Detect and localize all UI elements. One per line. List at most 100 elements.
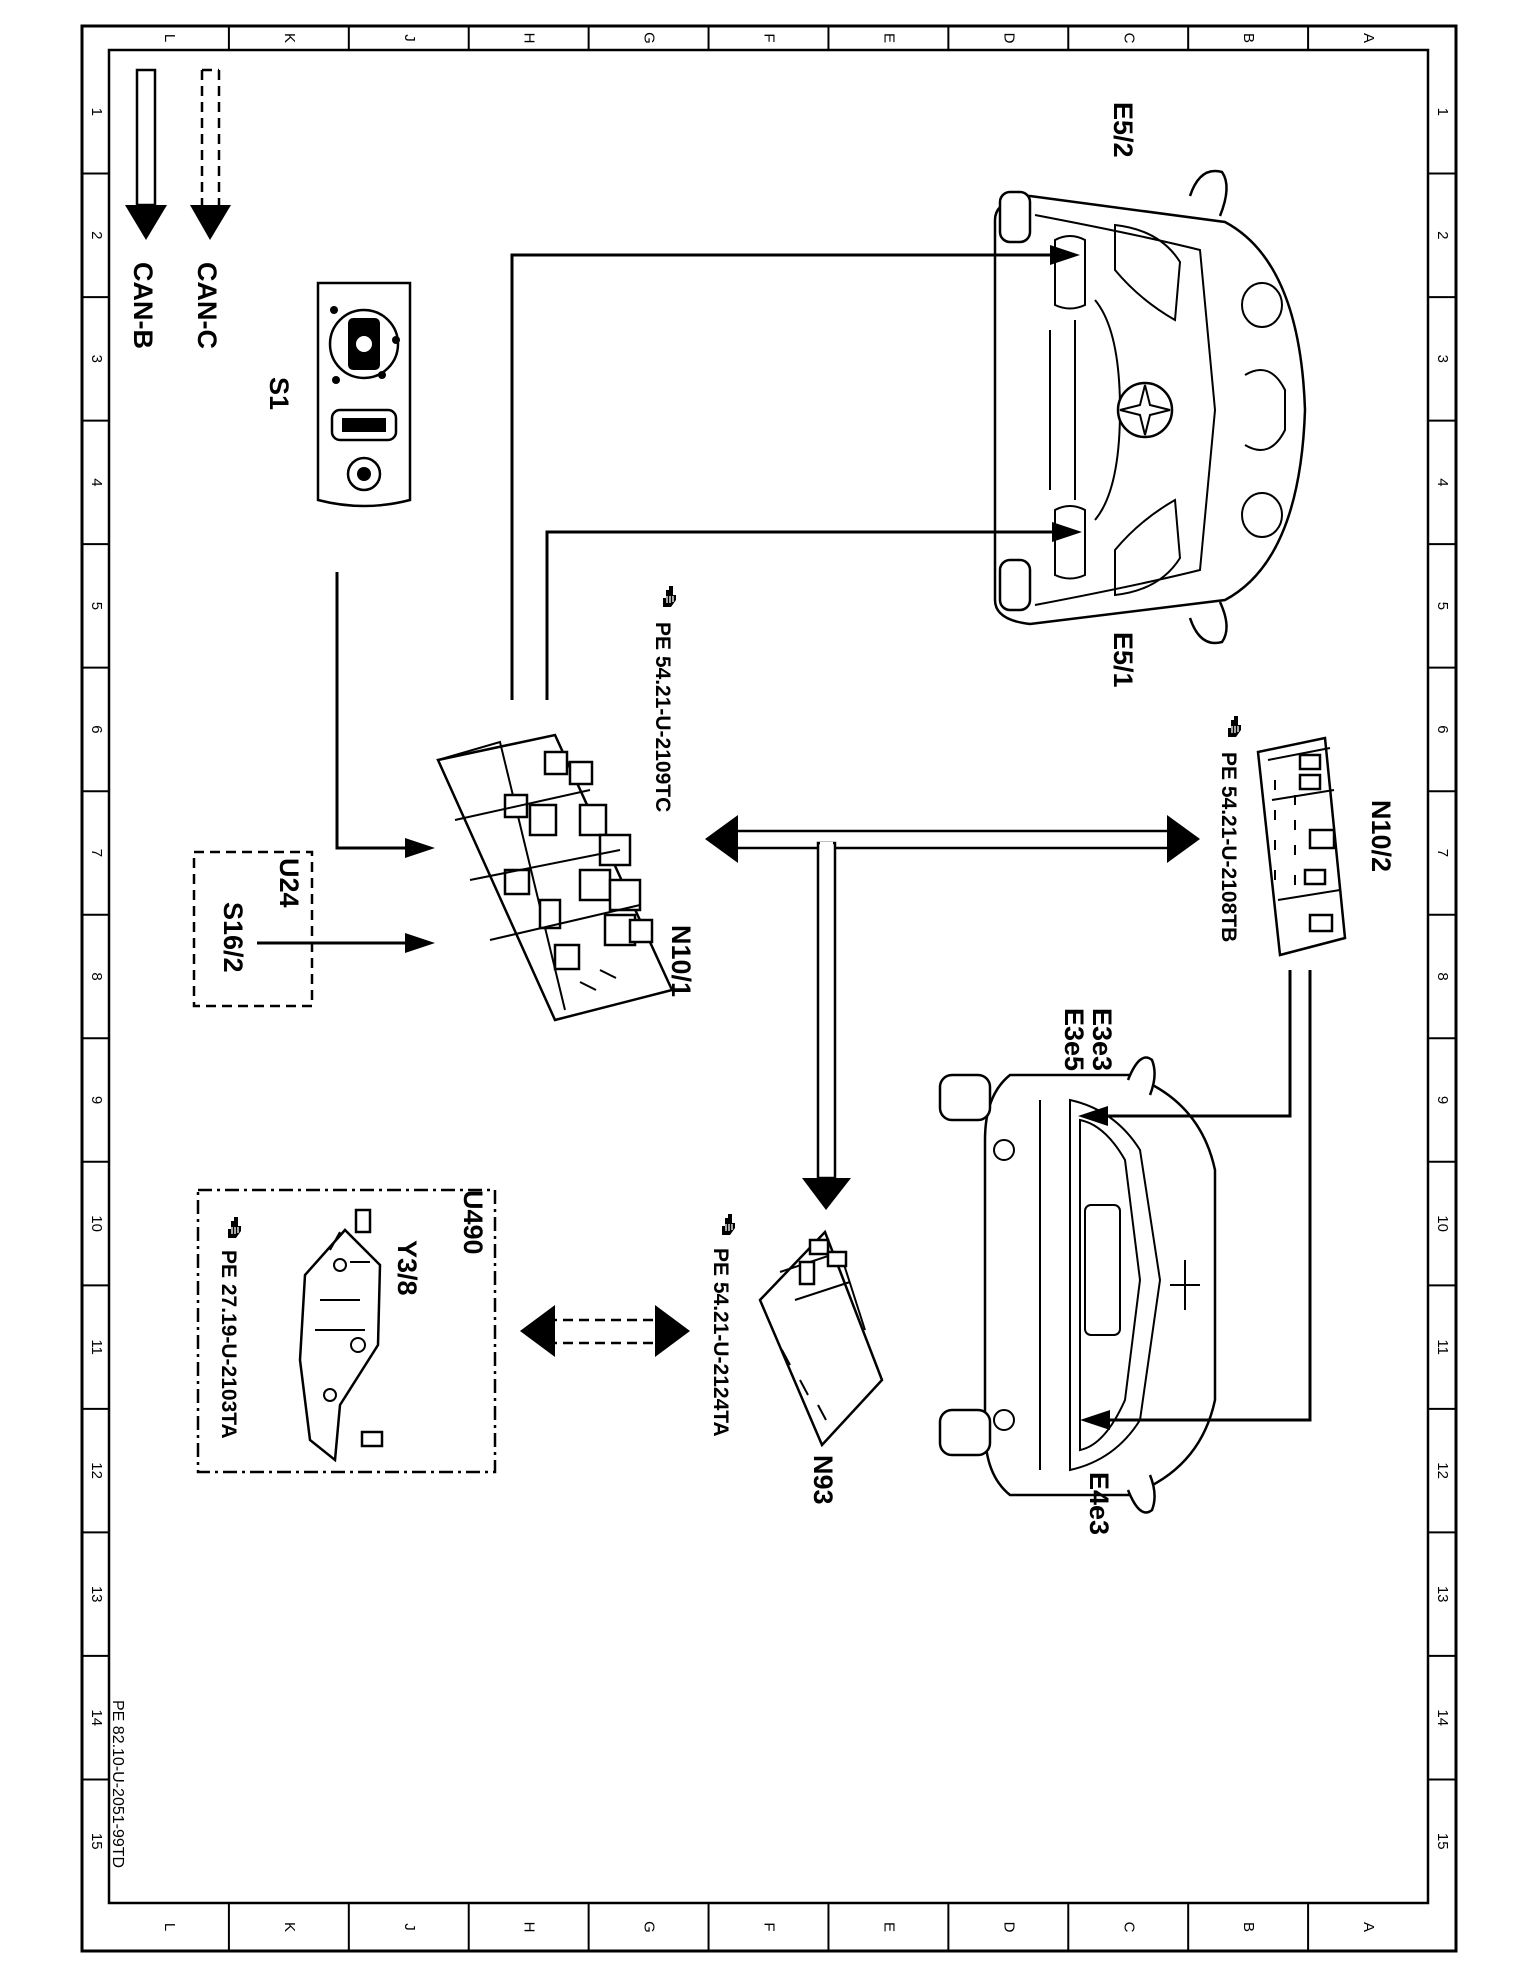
column-label-top: K	[281, 33, 298, 43]
connection-n10-2-to-e4e3	[1080, 970, 1312, 1430]
label-e5-2: E5/2	[1108, 102, 1138, 158]
row-label-left: 7	[88, 849, 105, 857]
label-y3-8: Y3/8	[392, 1240, 422, 1296]
row-label-left: 15	[88, 1833, 105, 1850]
row-label-right: 1	[1434, 108, 1451, 116]
column-label-bottom: A	[1360, 1922, 1377, 1932]
connection-n10-1-to-e5-2	[510, 245, 1080, 700]
row-label-left: 10	[88, 1215, 105, 1232]
control-module-icon-n10-2	[1256, 736, 1347, 957]
light-switch-icon	[316, 281, 412, 508]
pointing-hand-icon-n10-2	[1227, 715, 1242, 738]
row-label-left: 11	[88, 1339, 105, 1355]
row-label-left: 14	[88, 1709, 105, 1726]
row-label-left: 12	[88, 1462, 105, 1479]
label-e5-1: E5/1	[1108, 632, 1138, 688]
ref-n10-1: PE 54.21-U-2109TC	[651, 622, 674, 812]
pointing-hand-icon-n93	[721, 1213, 736, 1236]
can-c-bus-u490-n93	[520, 1305, 690, 1357]
label-s1: S1	[264, 377, 294, 410]
pointing-hand-icon-n10-1	[662, 585, 677, 608]
row-label-right: 4	[1434, 478, 1451, 486]
connection-s16-2-to-n10-1	[257, 933, 435, 953]
column-label-top: A	[1360, 33, 1377, 43]
column-label-top: F	[761, 33, 778, 42]
u24-boundary	[192, 850, 314, 1008]
label-u490: U490	[458, 1190, 488, 1255]
legend-can-c-label: CAN-C	[192, 262, 222, 349]
label-e3e5: E3e5	[1059, 1008, 1089, 1071]
row-label-right: 11	[1434, 1339, 1451, 1355]
rear-car-icon	[938, 1056, 1217, 1514]
ref-n93: PE 54.21-U-2124TA	[709, 1248, 732, 1437]
row-label-right: 2	[1434, 231, 1451, 239]
column-label-top: J	[401, 34, 418, 42]
ref-y3-8: PE 27.19-U-2103TA	[217, 1250, 240, 1439]
row-label-right: 7	[1434, 849, 1451, 857]
row-label-left: 8	[88, 972, 105, 980]
row-label-right: 8	[1434, 972, 1451, 980]
row-label-right: 12	[1434, 1462, 1451, 1479]
row-label-left: 13	[88, 1586, 105, 1603]
label-s16-2: S16/2	[218, 902, 248, 973]
row-label-left: 9	[88, 1096, 105, 1104]
row-label-right: 6	[1434, 725, 1451, 733]
row-label-right: 13	[1434, 1586, 1451, 1603]
front-car-icon	[993, 169, 1307, 645]
row-label-left: 2	[88, 231, 105, 239]
connection-n10-1-to-e5-1	[545, 522, 1082, 700]
column-label-bottom: K	[281, 1922, 298, 1932]
row-label-left: 4	[88, 478, 105, 486]
label-e3e3: E3e3	[1087, 1008, 1117, 1071]
control-module-icon-n93	[758, 1229, 884, 1448]
column-label-top: C	[1120, 33, 1137, 44]
column-label-bottom: C	[1120, 1922, 1137, 1933]
row-label-right: 14	[1434, 1709, 1451, 1726]
column-label-top: G	[641, 32, 658, 44]
doc-ref: PE 82.10-U-2051-99TD	[109, 1700, 126, 1868]
can-b-bus-n10-1-n10-2	[705, 815, 1200, 863]
can-b-bus-to-n93	[802, 841, 851, 1210]
column-label-top: H	[521, 33, 538, 44]
connection-s1-to-n10-1	[335, 572, 435, 858]
row-label-left: 5	[88, 602, 105, 610]
row-label-left: 6	[88, 725, 105, 733]
column-label-top: L	[161, 34, 178, 42]
column-label-bottom: G	[641, 1921, 658, 1933]
column-label-bottom: J	[401, 1923, 418, 1931]
legend: CAN-C CAN-B	[125, 68, 231, 349]
column-label-top: D	[1000, 33, 1017, 44]
row-label-right: 10	[1434, 1215, 1451, 1232]
row-label-right: 9	[1434, 1096, 1451, 1104]
legend-can-b-label: CAN-B	[128, 262, 158, 349]
row-label-right: 15	[1434, 1833, 1451, 1850]
pointing-hand-icon-y3-8	[227, 1216, 242, 1239]
drawing-frame	[80, 24, 1458, 1953]
column-label-bottom: D	[1000, 1922, 1017, 1933]
label-n10-1: N10/1	[666, 925, 696, 997]
legend-can-b-arrow	[125, 68, 167, 240]
row-label-right: 3	[1434, 355, 1451, 363]
column-label-bottom: E	[880, 1922, 897, 1932]
column-label-top: E	[880, 33, 897, 43]
u490-boundary	[196, 1188, 497, 1474]
ref-n10-2: PE 54.21-U-2108TB	[1217, 752, 1240, 942]
row-label-right: 5	[1434, 602, 1451, 610]
column-label-bottom: H	[521, 1922, 538, 1933]
actuator-icon-y3-8	[298, 1208, 384, 1463]
connection-n10-2-to-e3e3	[1078, 970, 1292, 1126]
label-n93: N93	[808, 1455, 838, 1505]
column-label-bottom: F	[761, 1922, 778, 1931]
label-n10-2: N10/2	[1366, 800, 1396, 872]
label-e4e3: E4e3	[1084, 1472, 1114, 1535]
column-label-bottom: L	[161, 1923, 178, 1931]
column-label-top: B	[1240, 33, 1257, 43]
row-label-left: 3	[88, 355, 105, 363]
control-module-icon-n10-1	[436, 733, 674, 1022]
label-u24: U24	[274, 858, 304, 908]
